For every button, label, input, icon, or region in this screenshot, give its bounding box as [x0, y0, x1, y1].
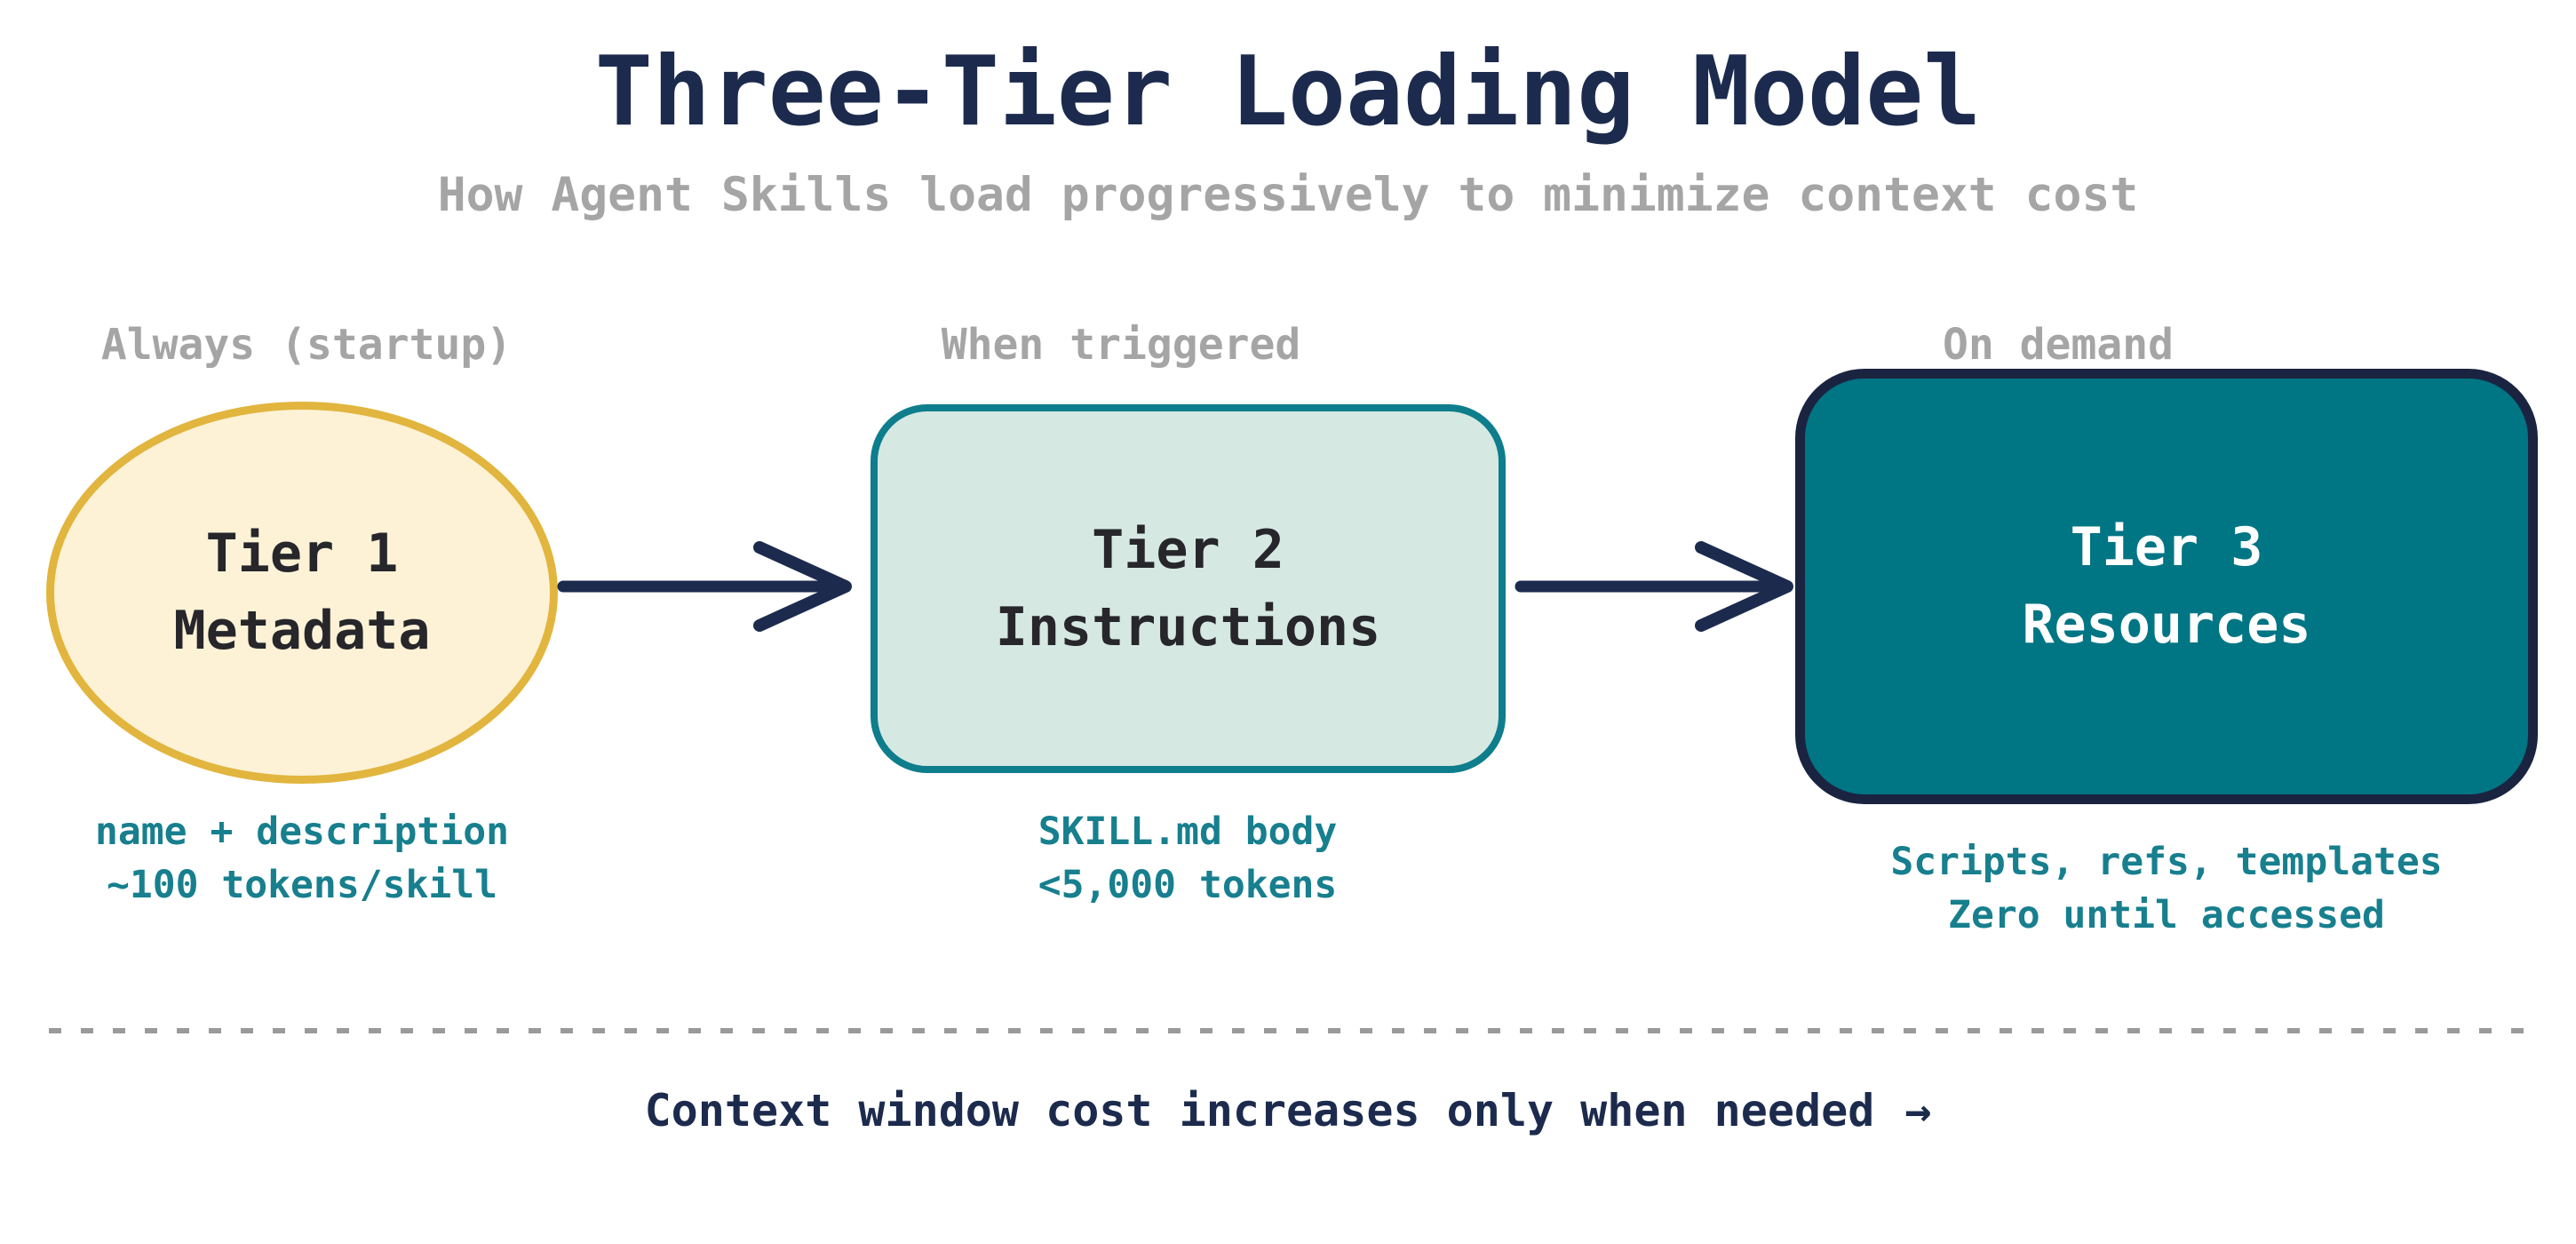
tier3-title-line1: Tier 3: [2070, 516, 2263, 578]
tier1-shape: Tier 1 Metadata: [46, 402, 558, 784]
stage-label-tier1: Always (startup): [100, 320, 513, 370]
right-arrow-icon: →: [1904, 1085, 1932, 1136]
tier2-note: SKILL.md body <5,000 tokens: [1038, 805, 1338, 912]
flow-arrow-icon: [1515, 541, 1793, 632]
tier2-title: Tier 2 Instructions: [996, 512, 1380, 666]
tier1-title-line1: Tier 1: [205, 522, 399, 585]
tier2-title-line2: Instructions: [995, 595, 1381, 658]
tier1-title: Tier 1 Metadata: [174, 515, 431, 670]
footer-caption: Context window cost increases only when …: [0, 1086, 2576, 1136]
tier1-note-line1: name + description: [95, 809, 509, 854]
tier1-title-line2: Metadata: [173, 600, 431, 662]
tier1-note-line2: ~100 tokens/skill: [106, 863, 498, 907]
footer-caption-text: Context window cost increases only when …: [644, 1085, 1875, 1136]
stage-label-tier3: On demand: [1942, 320, 2174, 370]
separator-dashed-line: [49, 1028, 2527, 1033]
tier1-note: name + description ~100 tokens/skill: [95, 805, 509, 912]
tier3-note: Scripts, refs, templates Zero until acce…: [1890, 835, 2442, 942]
page-subtitle: How Agent Skills load progressively to m…: [437, 168, 2139, 222]
tier2-note-line1: SKILL.md body: [1038, 809, 1338, 854]
tier2-note-line2: <5,000 tokens: [1038, 863, 1338, 907]
tier2-title-line1: Tier 2: [1092, 518, 1284, 581]
stage-label-tier2: When triggered: [941, 320, 1301, 370]
flow-arrow-icon: [557, 541, 852, 632]
tier2-shape: Tier 2 Instructions: [871, 404, 1506, 773]
tier3-shape: Tier 3 Resources: [1795, 369, 2538, 804]
tier3-note-line1: Scripts, refs, templates: [1890, 840, 2443, 884]
tier3-title: Tier 3 Resources: [2022, 509, 2310, 664]
tier3-note-line2: Zero until accessed: [1948, 893, 2385, 937]
tier3-title-line2: Resources: [2022, 594, 2311, 656]
page-title: Three-Tier Loading Model: [594, 36, 1982, 148]
